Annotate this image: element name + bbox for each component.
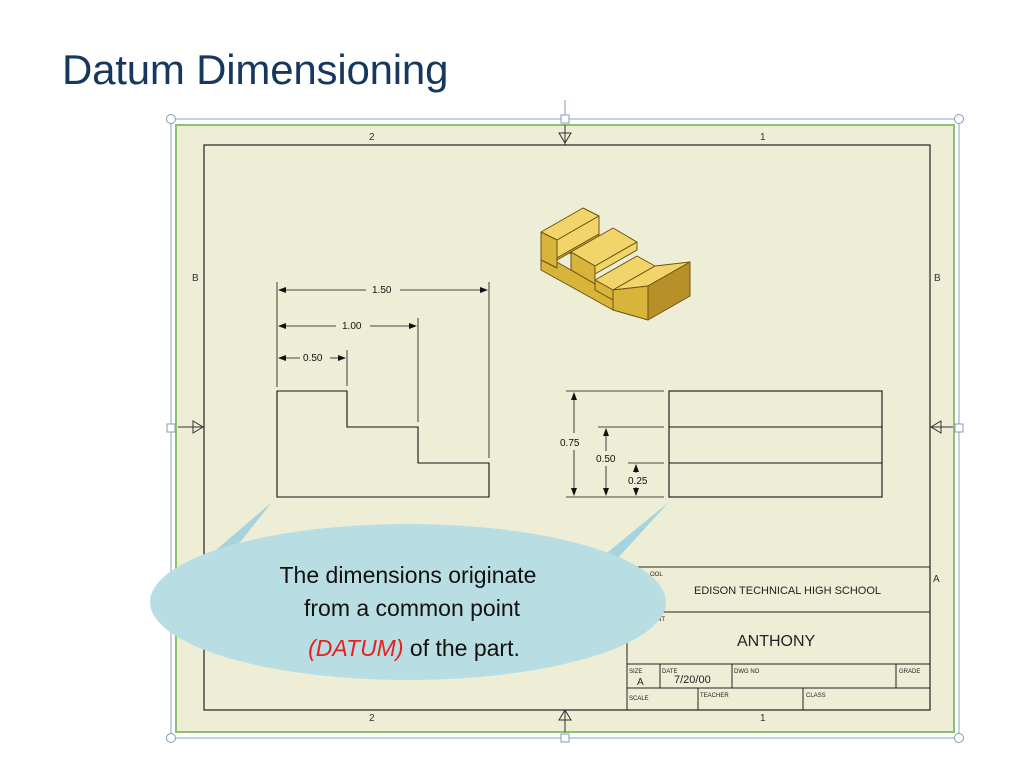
size-value: A <box>637 677 644 688</box>
student-name: ANTHONY <box>737 633 816 650</box>
side-view-dimensions: 0.75 0.50 0.25 <box>560 438 648 487</box>
teacher-label: TEACHER <box>700 693 729 699</box>
scale-label: SCALE <box>629 696 649 702</box>
title-block-text: OOL EDISON TECHNICAL HIGH SCHOOL NT ANTH… <box>629 572 920 702</box>
grade-label: GRADE <box>899 669 920 675</box>
handle-bottom-right[interactable] <box>954 733 964 743</box>
handle-bottom-middle[interactable] <box>560 733 570 743</box>
datum-callout[interactable]: The dimensions originate from a common p… <box>150 502 669 680</box>
zone-bottom-right: 1 <box>760 713 766 724</box>
zone-top-right: 1 <box>760 132 766 143</box>
dim-0-50-side: 0.50 <box>596 454 616 465</box>
callout-datum-highlight: (DATUM) <box>308 635 403 661</box>
isometric-stair-part <box>540 207 691 321</box>
handle-right-middle[interactable] <box>954 423 964 433</box>
callout-text: The dimensions originate from a common p… <box>280 562 537 661</box>
school-name: EDISON TECHNICAL HIGH SCHOOL <box>694 585 881 597</box>
school-label: OOL <box>650 572 663 578</box>
dwg-no-label: DWG NO <box>734 669 760 675</box>
handle-left-middle[interactable] <box>166 423 176 433</box>
zone-labels: 2 1 2 1 B B A <box>192 132 941 724</box>
slide-title: Datum Dimensioning <box>62 46 449 93</box>
dim-0-25: 0.25 <box>628 476 648 487</box>
callout-pointer-right <box>603 502 669 560</box>
callout-line-1: The dimensions originate <box>280 562 537 588</box>
callout-line-3-rest: of the part. <box>404 635 520 661</box>
callout-bubble[interactable] <box>150 524 666 680</box>
callout-line-2: from a common point <box>304 595 521 621</box>
selection-handles[interactable] <box>166 100 964 743</box>
size-label: SIZE <box>629 669 642 675</box>
handle-top-left[interactable] <box>166 114 176 124</box>
dim-0-75: 0.75 <box>560 438 580 449</box>
callout-line-3: (DATUM) of the part. <box>308 635 520 661</box>
handle-bottom-left[interactable] <box>166 733 176 743</box>
row-b-left: B <box>192 273 199 284</box>
centering-marks <box>178 125 953 732</box>
zone-bottom-left: 2 <box>369 713 375 724</box>
row-b-right: B <box>934 273 941 284</box>
front-view <box>276 282 490 498</box>
front-view-dimensions: 1.50 1.00 0.50 <box>303 285 392 364</box>
handle-top-right[interactable] <box>954 114 964 124</box>
handle-top-middle[interactable] <box>560 114 570 124</box>
date-value: 7/20/00 <box>674 674 711 686</box>
row-a-right: A <box>933 574 940 585</box>
callout-pointer-left <box>209 502 272 560</box>
side-view <box>566 390 883 498</box>
front-view-profile <box>276 390 490 498</box>
side-view-outline <box>668 390 883 498</box>
zone-top-left: 2 <box>369 132 375 143</box>
class-label: CLASS <box>806 693 826 699</box>
dim-1-50: 1.50 <box>372 285 392 296</box>
dim-1-00: 1.00 <box>342 321 362 332</box>
student-label: NT <box>657 617 665 623</box>
date-label: DATE <box>662 669 678 675</box>
dim-0-50-front: 0.50 <box>303 353 323 364</box>
